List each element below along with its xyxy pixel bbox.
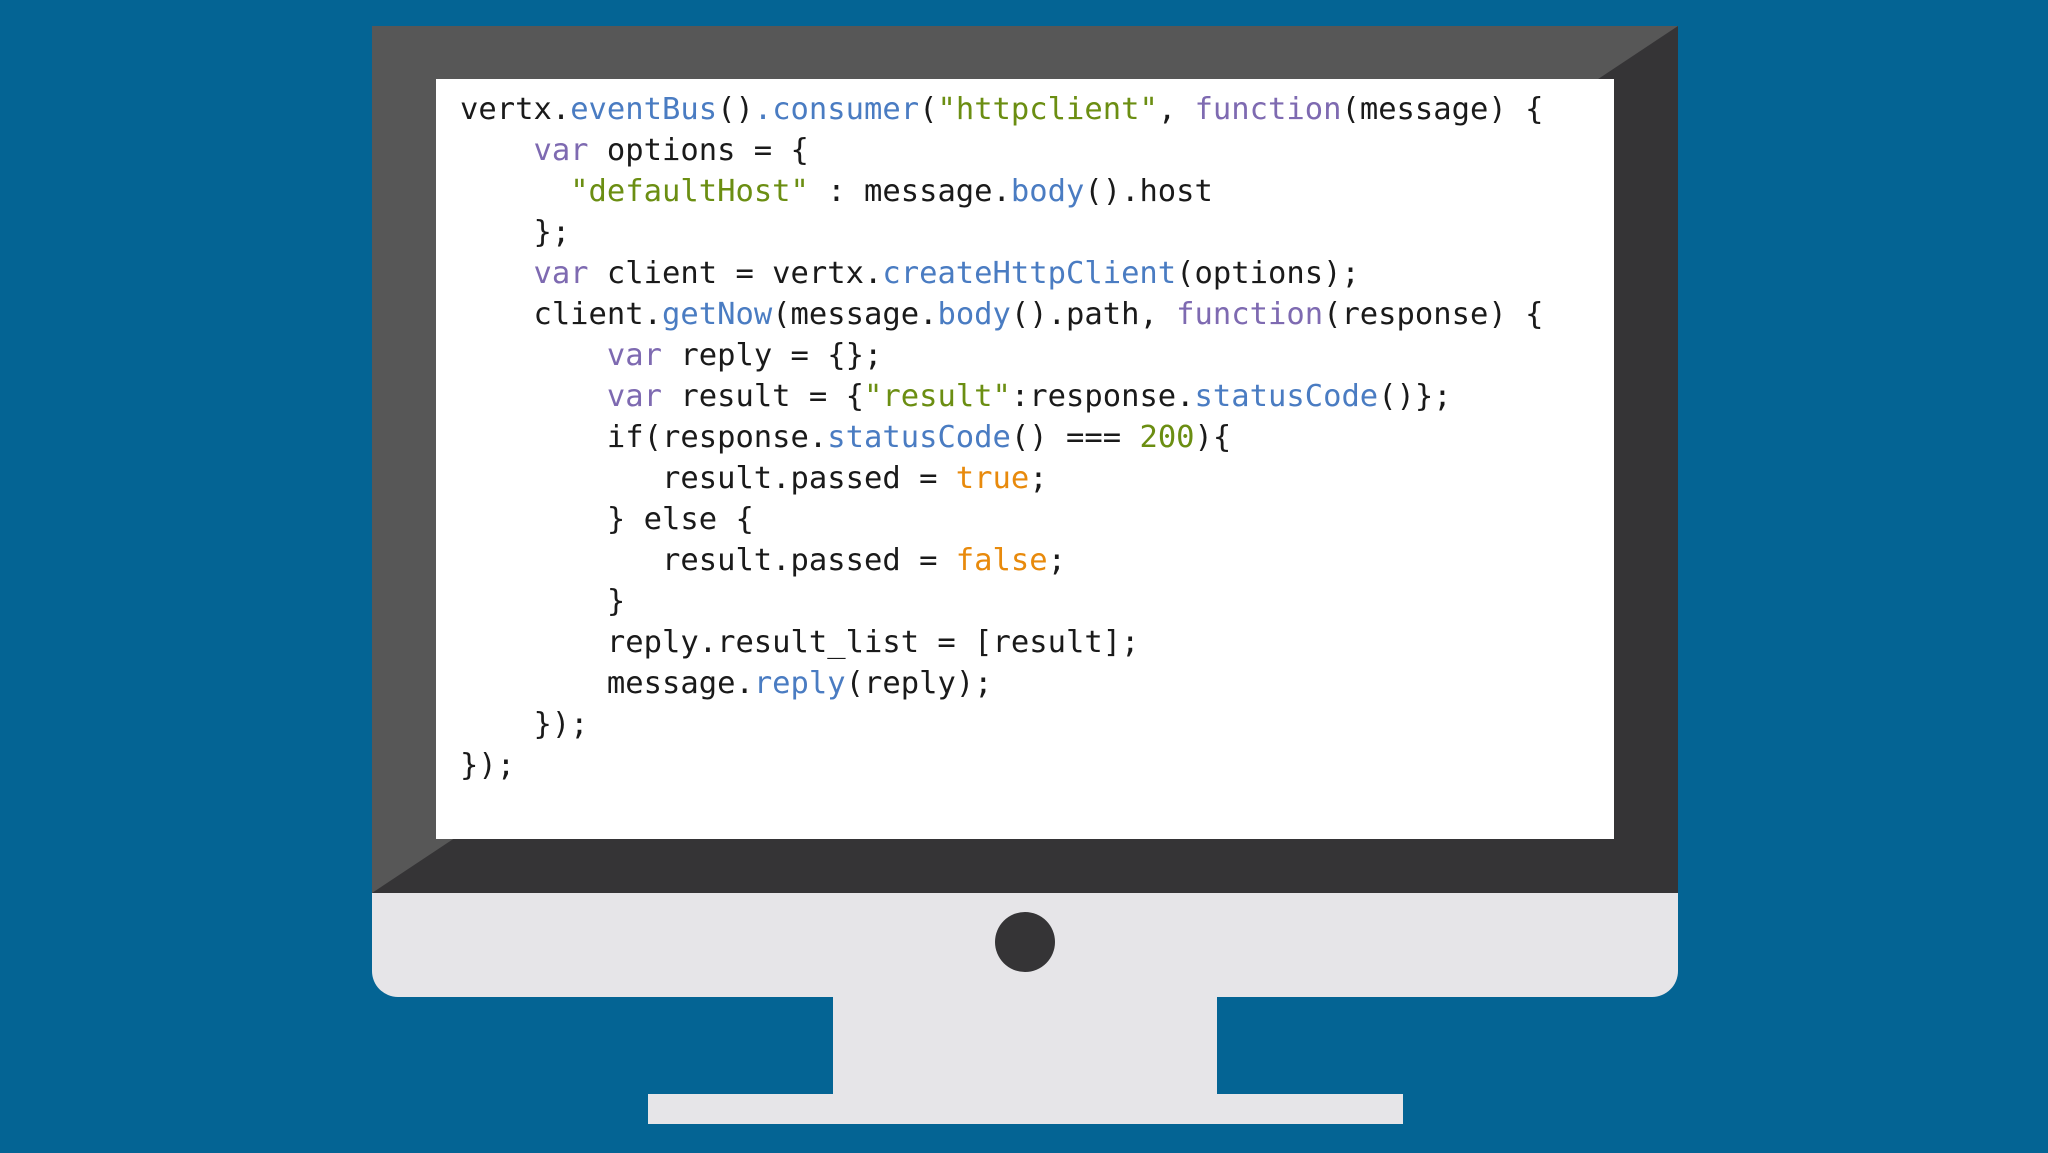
code-token-plain: ; xyxy=(1029,461,1048,496)
code-token-keyword: function xyxy=(1194,92,1342,127)
code-line: message.reply(reply); xyxy=(460,663,1543,704)
code-token-plain: }); xyxy=(460,707,589,742)
code-token-plain: :response. xyxy=(1010,379,1195,414)
code-token-plain: }); xyxy=(460,748,516,783)
code-token-string: "result" xyxy=(864,379,1011,414)
code-token-method: statusCode xyxy=(827,420,1011,455)
code-token-plain: message. xyxy=(460,666,754,701)
code-token-plain: : message. xyxy=(808,174,1011,209)
code-token-plain: }; xyxy=(460,215,571,250)
code-token-plain: ){ xyxy=(1194,420,1232,455)
monitor-stand-base xyxy=(648,1094,1403,1124)
code-token-method: getNow xyxy=(662,297,773,332)
code-token-plain: result.passed = xyxy=(460,461,956,496)
code-token-plain: (message) { xyxy=(1341,92,1544,127)
code-token-method: body xyxy=(1010,174,1085,209)
code-token-plain: ().path, xyxy=(1010,297,1177,332)
code-token-keyword: var xyxy=(606,338,662,373)
code-token-number: 200 xyxy=(1139,420,1195,455)
code-token-plain: ( xyxy=(919,92,938,127)
code-token-plain xyxy=(460,256,533,291)
code-line: var reply = {}; xyxy=(460,335,1543,376)
code-line: if(response.statusCode() === 200){ xyxy=(460,417,1543,458)
code-line: } xyxy=(460,581,1543,622)
code-token-string: "defaultHost" xyxy=(570,174,809,209)
code-token-plain: (reply); xyxy=(845,666,993,701)
code-token-plain: , xyxy=(1157,92,1195,127)
code-token-plain: ; xyxy=(1047,543,1066,578)
code-token-plain: reply.result_list = [result]; xyxy=(460,625,1140,660)
code-token-plain xyxy=(460,379,607,414)
code-token-method: createHttpClient xyxy=(882,256,1177,291)
code-line: var client = vertx.createHttpClient(opti… xyxy=(460,253,1543,294)
code-token-method: .consumer xyxy=(753,92,920,127)
code-token-plain: (options); xyxy=(1176,256,1360,291)
monitor-screen: vertx.eventBus().consumer("httpclient", … xyxy=(436,79,1614,839)
code-token-plain xyxy=(460,174,570,209)
code-token-plain xyxy=(460,133,533,168)
code-token-plain: ()}; xyxy=(1378,379,1452,414)
code-token-keyword: var xyxy=(533,256,589,291)
code-line: var result = {"result":response.statusCo… xyxy=(460,376,1543,417)
code-line: result.passed = true; xyxy=(460,458,1543,499)
code-line: vertx.eventBus().consumer("httpclient", … xyxy=(460,89,1543,130)
code-token-plain: result.passed = xyxy=(460,543,956,578)
code-token-method: reply xyxy=(753,666,846,701)
code-line: client.getNow(message.body().path, funct… xyxy=(460,294,1543,335)
code-token-method: body xyxy=(937,297,1011,332)
code-token-plain: if(response. xyxy=(460,420,828,455)
code-token-plain: result = { xyxy=(662,379,864,414)
code-token-plain: ().host xyxy=(1084,174,1213,209)
code-token-plain: () xyxy=(717,92,754,127)
code-token-keyword: function xyxy=(1176,297,1324,332)
code-line: }; xyxy=(460,212,1543,253)
code-token-boolean: false xyxy=(955,543,1048,578)
code-line: }); xyxy=(460,704,1543,745)
code-token-boolean: true xyxy=(955,461,1030,496)
code-line: result.passed = false; xyxy=(460,540,1543,581)
code-token-plain: (message. xyxy=(772,297,938,332)
code-token-string: "httpclient" xyxy=(937,92,1158,127)
code-line: "defaultHost" : message.body().host xyxy=(460,171,1543,212)
code-line: reply.result_list = [result]; xyxy=(460,622,1543,663)
code-token-plain: (response) { xyxy=(1323,297,1544,332)
code-token-plain: client = vertx. xyxy=(588,256,883,291)
code-token-plain: } else { xyxy=(460,502,754,537)
code-token-plain xyxy=(460,338,607,373)
code-token-method: statusCode xyxy=(1194,379,1379,414)
code-token-plain: options = { xyxy=(588,133,809,168)
code-line: var options = { xyxy=(460,130,1543,171)
code-line: }); xyxy=(460,745,1543,786)
code-token-method: eventBus xyxy=(570,92,718,127)
code-token-keyword: var xyxy=(533,133,589,168)
code-token-plain: reply = {}; xyxy=(662,338,883,373)
monitor-stand-neck xyxy=(833,997,1217,1094)
power-button-icon xyxy=(995,912,1055,972)
code-token-keyword: var xyxy=(606,379,662,414)
code-token-plain: () === xyxy=(1010,420,1140,455)
code-token-plain: } xyxy=(460,584,626,619)
code-block: vertx.eventBus().consumer("httpclient", … xyxy=(460,89,1543,786)
code-token-plain: vertx. xyxy=(460,92,571,127)
code-line: } else { xyxy=(460,499,1543,540)
code-token-plain: client. xyxy=(460,297,662,332)
